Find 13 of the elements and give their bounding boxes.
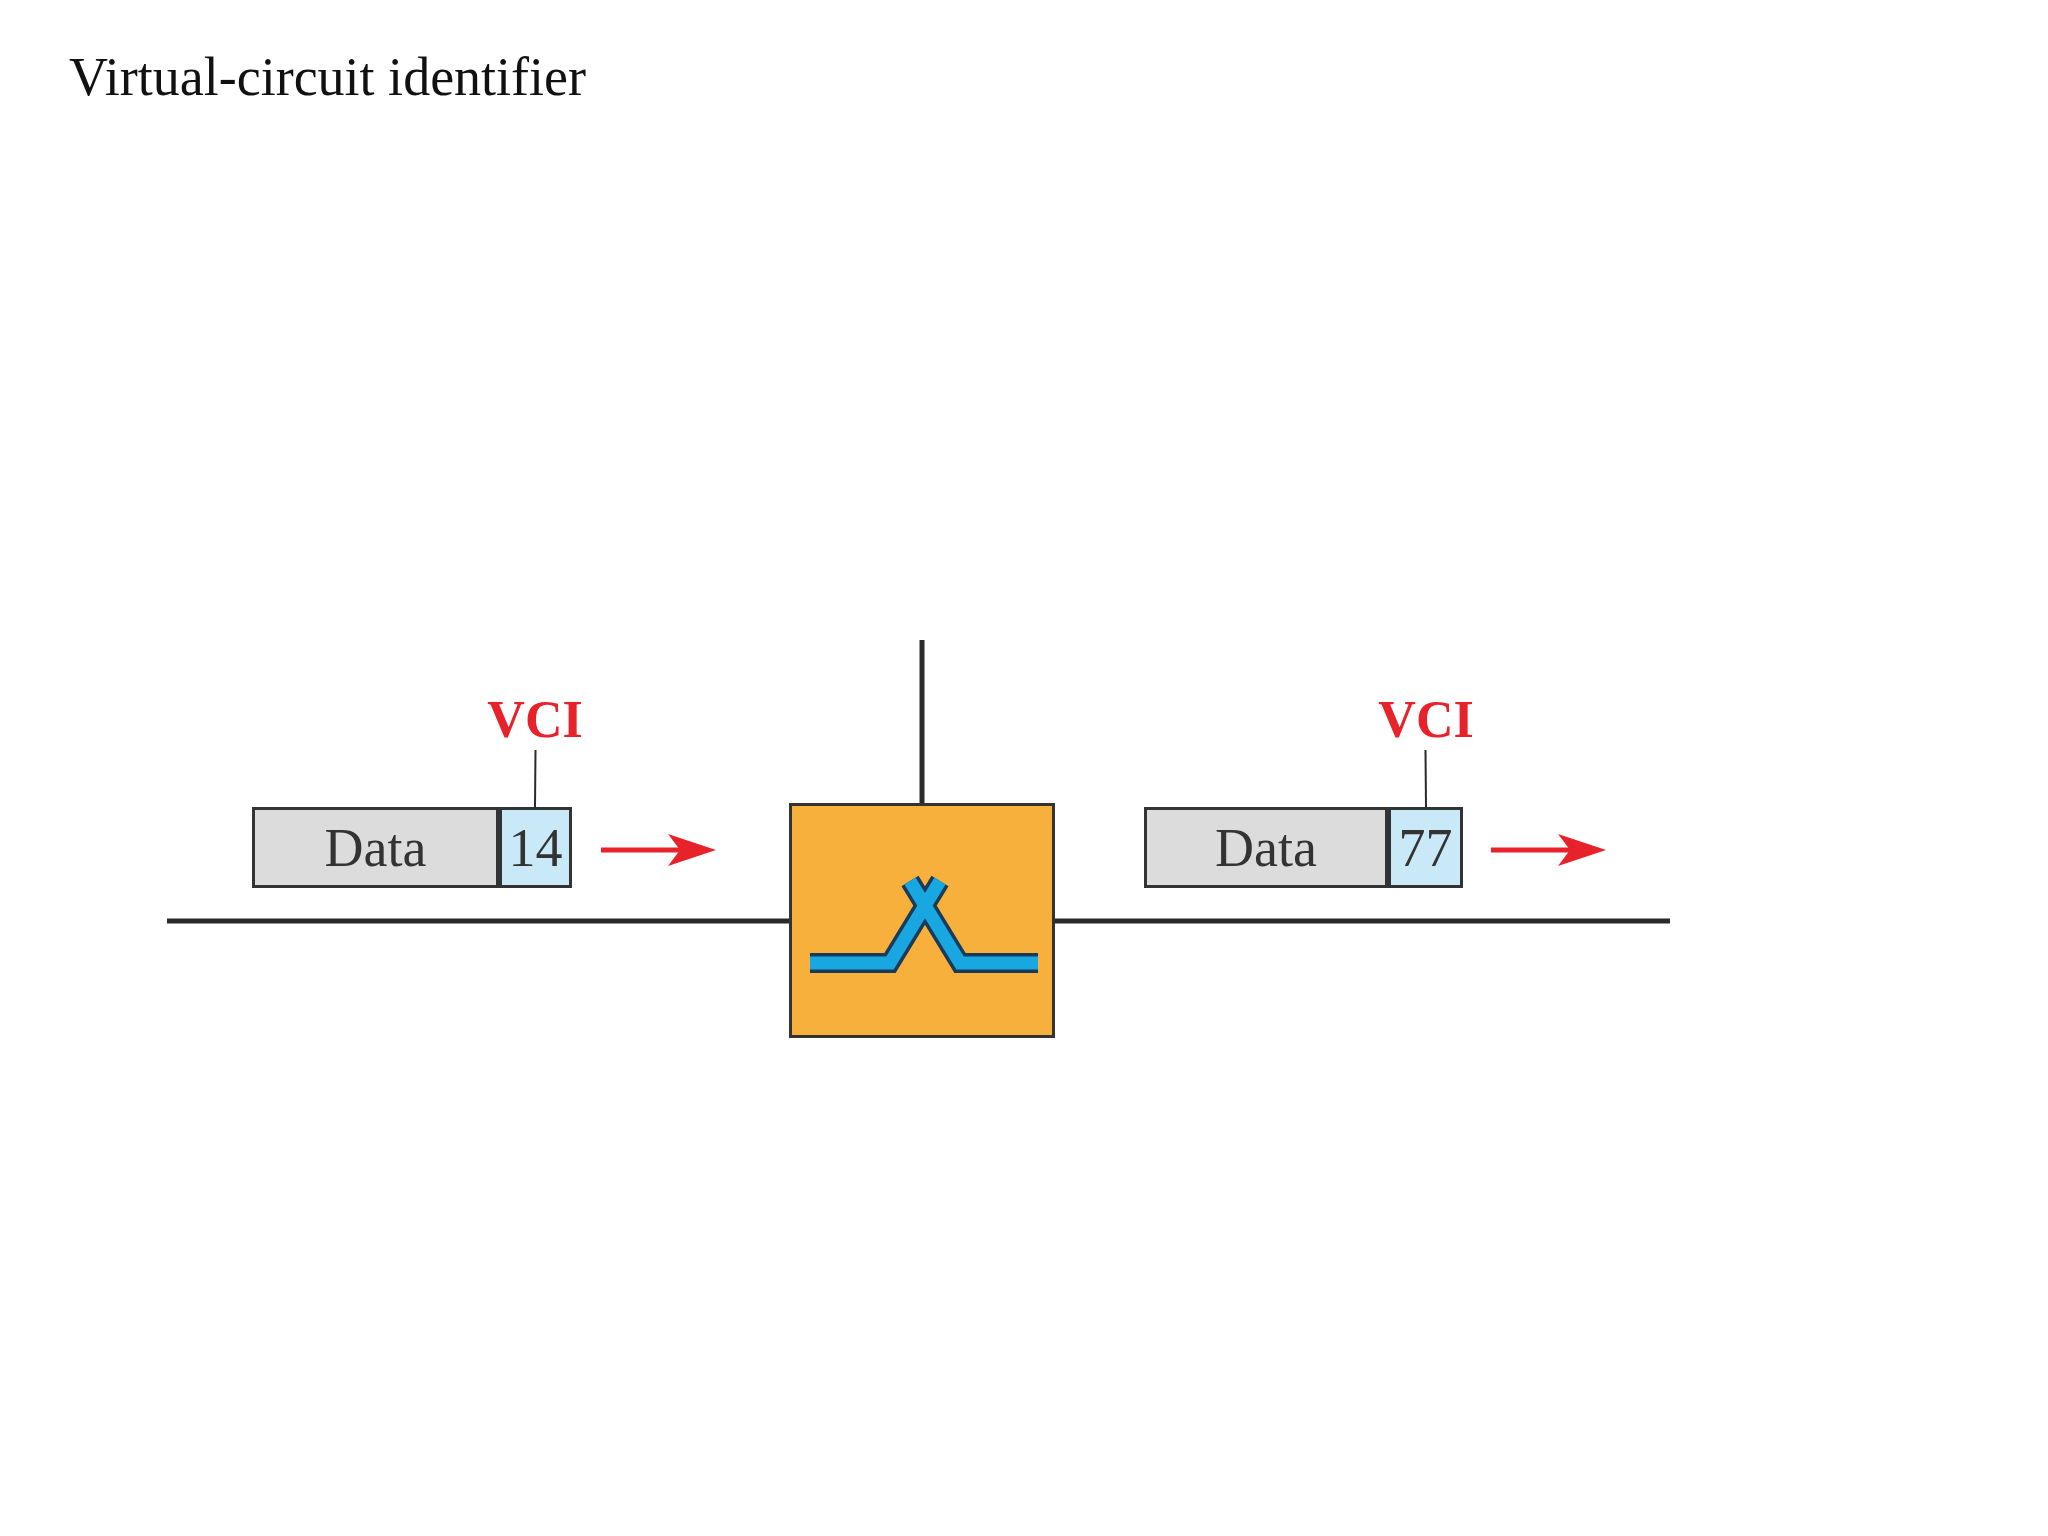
link-line [1055,918,1670,924]
vci-field: 77 [1388,807,1463,888]
vci-field: 14 [499,807,572,888]
link-line [919,640,925,803]
vci-label: VCI [480,688,590,750]
leader-line [1424,749,1427,808]
leader-line [534,749,537,808]
vci-label: VCI [1371,688,1481,750]
link-line [167,918,789,924]
switch-box [789,803,1055,1038]
title: Virtual-circuit identifier [69,46,587,108]
data-field: Data [1144,807,1388,888]
data-field: Data [252,807,499,888]
